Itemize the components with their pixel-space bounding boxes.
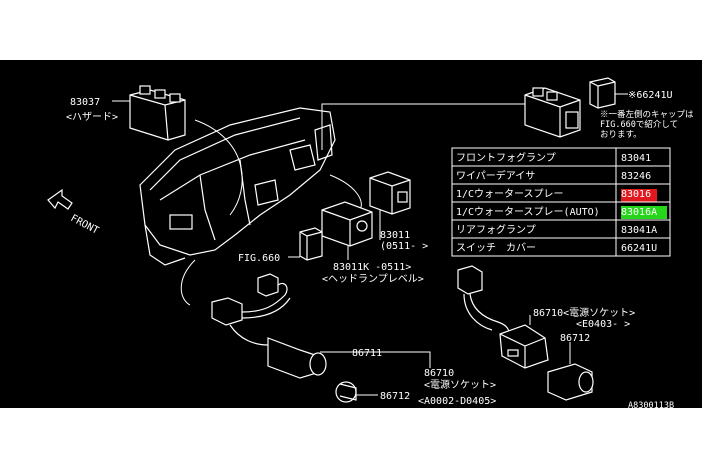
switch-cluster <box>524 87 581 138</box>
p86712-left-number: 86712 <box>380 391 410 402</box>
switch-cover-cap <box>589 77 616 109</box>
table-cell-code: 66241U <box>621 243 657 254</box>
headlamp-leveler-knob <box>321 201 373 247</box>
p86712-right-number: 86712 <box>560 333 590 344</box>
table-cell-code: 83041 <box>621 153 651 164</box>
parts-table: フロントフォグランプ 83041 ワイパーデアイサ 83246 1/Cウォーター… <box>451 147 671 257</box>
table-cell-name: 1/Cウォータースプレー <box>456 188 564 200</box>
highlight-green <box>621 206 667 219</box>
hazard-part-number: 83037 <box>70 97 100 108</box>
table-cell-name: リアフォグランプ <box>456 223 536 236</box>
dashboard-illustration <box>139 107 336 266</box>
table-cell-code: 83016 <box>621 189 651 200</box>
indicator-arc <box>194 119 243 216</box>
highlight-red <box>621 189 657 202</box>
hazard-switch <box>129 85 186 141</box>
table-cell-name: 1/Cウォータースプレー(AUTO) <box>456 206 600 218</box>
p86711-number: 86711 <box>352 348 382 359</box>
p83011-range: (0511- > <box>380 241 428 252</box>
headlamp-leveler-name: <ヘッドランプレベル> <box>322 273 424 285</box>
p86710-left-name: <電源ソケット> <box>424 378 496 391</box>
cap-note-line: ※一番左側のキャップは <box>600 109 694 120</box>
front-label: FRONT <box>69 213 101 237</box>
table-cell-name: ワイパーデアイサ <box>456 169 535 182</box>
p86710-left-number: 86710 <box>424 368 454 379</box>
front-arrow-icon <box>47 188 73 210</box>
fig660-label: FIG.660 <box>238 253 280 264</box>
headlamp-leveler-switch <box>369 171 411 215</box>
table-cell-code: 83016A <box>621 207 657 218</box>
indicator-arc <box>180 259 196 306</box>
p86710-right-number: 86710<電源ソケット> <box>533 306 635 319</box>
p83011k-number: 83011K -0511> <box>333 262 411 273</box>
table-cell-code: 83041A <box>621 225 657 236</box>
p83011-number: 83011 <box>380 230 410 241</box>
cap-note-line: FIG.660で紹介して <box>600 119 678 130</box>
cap-part-number: ※66241U <box>628 90 673 101</box>
diagram-code: A8300113B <box>628 401 674 411</box>
table-cell-name: フロントフォグランプ <box>456 151 556 164</box>
table-cell-code: 83246 <box>621 171 651 182</box>
fig660-cap <box>299 227 323 261</box>
hazard-part-name: <ハザード> <box>66 111 118 123</box>
table-cell-name: スイッチ カバー <box>456 242 536 254</box>
p86710-right-range: <E0403- > <box>576 319 630 330</box>
cap-note-line: おります。 <box>600 130 642 140</box>
power-socket-left <box>211 273 357 403</box>
power-socket-right <box>457 265 594 401</box>
p86712-left-range: <A0002-D0405> <box>418 396 496 407</box>
